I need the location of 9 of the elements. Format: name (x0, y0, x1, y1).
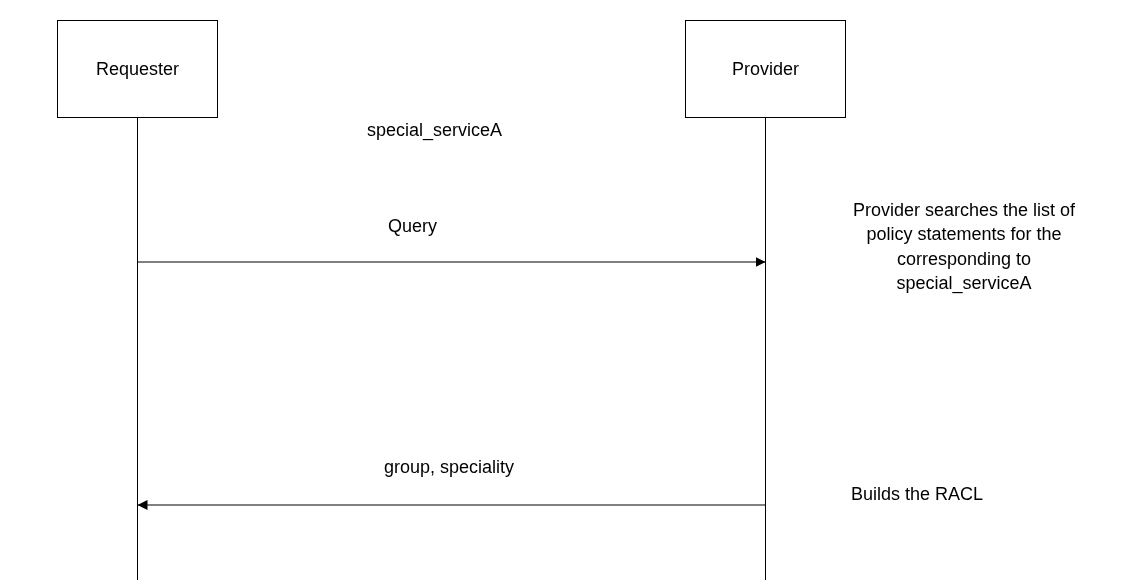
note-text: Builds the RACL (851, 483, 984, 506)
message-arrow (137, 257, 766, 267)
message-arrow (137, 500, 766, 510)
message-label: special_serviceA (367, 119, 503, 143)
participant-name: Requester (95, 58, 180, 80)
note-text: Provider searches the list of policy statements for the corresponding to special_serviceA (851, 199, 1077, 296)
participant-name: Provider (732, 58, 799, 80)
message-label: group, speciality (384, 456, 515, 479)
message-label: Query (388, 215, 438, 238)
